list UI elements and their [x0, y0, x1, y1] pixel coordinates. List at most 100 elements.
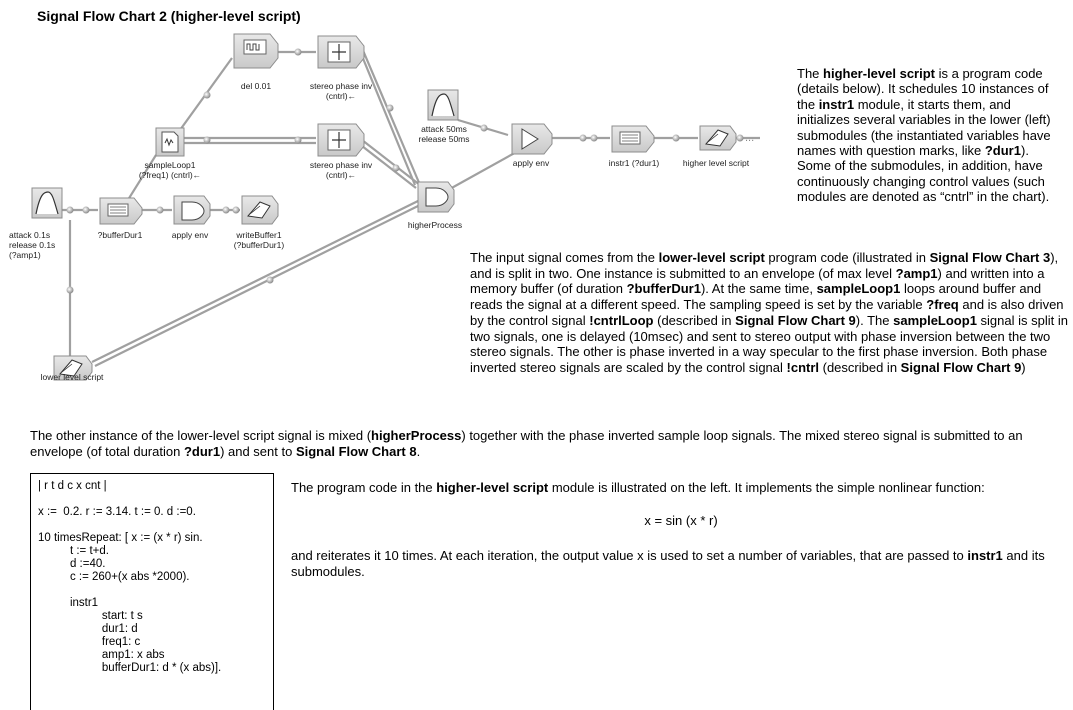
- code-line: dur1: d: [38, 623, 138, 635]
- text-run: (described in: [653, 312, 736, 328]
- buffer-icon: [619, 131, 641, 145]
- bold-term: Signal Flow Chart 3: [929, 250, 1051, 265]
- phase-inverter-icon: [327, 129, 351, 151]
- caption-attack-left: attack 0.1s release 0.1s (?amp1): [9, 230, 56, 260]
- bold-term: ?dur1: [183, 444, 221, 459]
- text-run: signal is split in two signals, one is d…: [470, 312, 1068, 375]
- wire-stereo-top-to-hp-2: [360, 55, 417, 186]
- wire-lower-to-higherprocess-2: [94, 204, 421, 367]
- text-run: ) and sent to: [220, 444, 296, 459]
- code-line: start: t s: [38, 610, 143, 622]
- junction-dot: [590, 134, 598, 142]
- caption-buffer-dur: ?bufferDur1: [97, 230, 143, 240]
- text-run: (described in: [819, 359, 901, 375]
- caption-attack-right: attack 50ms release 50ms: [418, 124, 470, 144]
- bold-term: lower-level script: [658, 250, 765, 265]
- code-line: 10 timesRepeat: [ x := (x * r) sin.: [38, 532, 203, 544]
- text-run: program code (illustrated in: [764, 250, 930, 265]
- caption-apply-env-left: apply env: [171, 230, 209, 240]
- signal-flow-diagram: ...: [31, 33, 760, 381]
- module-delay: [233, 33, 279, 69]
- bold-term: ?dur1: [984, 143, 1021, 159]
- wire-stereo-top-to-hp: [360, 47, 422, 186]
- page-title: Signal Flow Chart 2 (higher-level script…: [37, 8, 301, 24]
- caption-write-buffer: writeBuffer1 (?bufferDur1): [233, 230, 285, 250]
- junction-dot: [66, 286, 74, 294]
- script-hand-icon: [59, 359, 83, 377]
- text-run: The: [797, 66, 824, 81]
- bold-term: ?bufferDur1: [626, 281, 701, 297]
- text-run: loops around buffer and reads the signal…: [470, 281, 1042, 313]
- delay-icon: [243, 39, 267, 55]
- bold-term: Signal Flow Chart 9: [900, 359, 1022, 375]
- bold-term: Signal Flow Chart 9: [735, 312, 856, 328]
- code-line: [38, 584, 273, 597]
- other-instance-description: The other instance of the lower-level sc…: [30, 428, 1065, 460]
- junction-dot: [203, 91, 211, 99]
- caption-stereo-top: stereo phase inv (cntrl)←: [309, 81, 373, 101]
- junction-dot: [392, 164, 400, 172]
- mixer-icon: [425, 187, 449, 207]
- envelope-icon: [431, 93, 455, 117]
- caption-instr1: instr1 (?dur1): [608, 158, 660, 168]
- buffer-icon: [107, 203, 129, 217]
- wire-stereo-mid-to-hp: [361, 139, 421, 186]
- text-run: The program code in the: [291, 480, 437, 495]
- text-run: and reiterates it 10 times. At each iter…: [291, 548, 968, 563]
- module-stereo-mid: [317, 123, 365, 157]
- envelope-icon: [35, 191, 59, 215]
- amplifier-icon: [521, 128, 539, 150]
- text-run: The input signal comes from the: [470, 250, 659, 265]
- module-buffer-dur: [99, 197, 143, 225]
- script-hand-icon: [247, 201, 271, 219]
- bold-term: higherProcess: [371, 428, 462, 443]
- code-line: [38, 519, 273, 532]
- code-line: [38, 493, 273, 506]
- module-apply-env-right: [511, 123, 553, 155]
- higher-script-description: The higher-level script is a program cod…: [797, 66, 1059, 205]
- junction-dot: [232, 206, 240, 214]
- caption-lower-script: lower level script: [40, 372, 104, 382]
- ellipsis-text: ...: [745, 132, 754, 144]
- module-higher-script: [699, 125, 737, 151]
- wire-stereo-mid-to-hp-2: [361, 145, 417, 189]
- program-code-box: | r t d c x cnt |x := 0.2. r := 3.14. t …: [30, 473, 274, 710]
- code-line: amp1: x abs: [38, 649, 165, 661]
- junction-dot: [294, 48, 302, 56]
- code-line: freq1: c: [38, 636, 141, 648]
- text-run: ) and written into a memory buffer (of d…: [470, 265, 1045, 297]
- code-line: c := 260+(x abs *2000).: [38, 571, 190, 583]
- module-write-buffer: [241, 195, 279, 225]
- module-higher-process: [417, 181, 455, 213]
- code-line: | r t d c x cnt |: [38, 480, 107, 492]
- code-description: The program code in the higher-level scr…: [291, 480, 1071, 496]
- bold-term: sampleLoop1: [816, 281, 901, 297]
- text-run: The other instance of the lower-level sc…: [30, 428, 372, 443]
- junction-dot: [266, 276, 274, 284]
- code-line: instr1: [38, 597, 99, 609]
- junction-dot: [66, 206, 74, 214]
- code-line: bufferDur1: d * (x abs)].: [38, 662, 222, 674]
- code-line: t := t+d.: [38, 545, 109, 557]
- caption-apply-env-right: apply env: [512, 158, 550, 168]
- waveform-file-icon: [161, 131, 179, 153]
- script-hand-icon: [705, 129, 729, 147]
- text-run: ). At the same time,: [700, 281, 817, 297]
- module-stereo-top: [317, 35, 365, 69]
- text-run: and is also driven by the control signal: [470, 297, 1064, 328]
- bold-term: instr1: [818, 96, 855, 112]
- bold-term: ?amp1: [895, 265, 938, 281]
- bold-term: higher-level script: [823, 66, 935, 81]
- caption-sample-loop: sampleLoop1 (?freq1) (cntrl)←: [138, 160, 202, 180]
- junction-dot: [222, 206, 230, 214]
- text-run: .: [416, 444, 421, 459]
- connection-wires: [62, 47, 760, 368]
- caption-higher-process: higherProcess: [407, 220, 463, 230]
- bold-term: Signal Flow Chart 8: [295, 444, 417, 459]
- formula: x = sin (x * r): [644, 513, 718, 528]
- input-signal-description: The input signal comes from the lower-le…: [470, 250, 1070, 412]
- junction-dot: [156, 206, 164, 214]
- text-run: module, it starts them, and initializes …: [797, 96, 1051, 159]
- code-line: d :=40.: [38, 558, 106, 570]
- junction-dot: [294, 136, 302, 144]
